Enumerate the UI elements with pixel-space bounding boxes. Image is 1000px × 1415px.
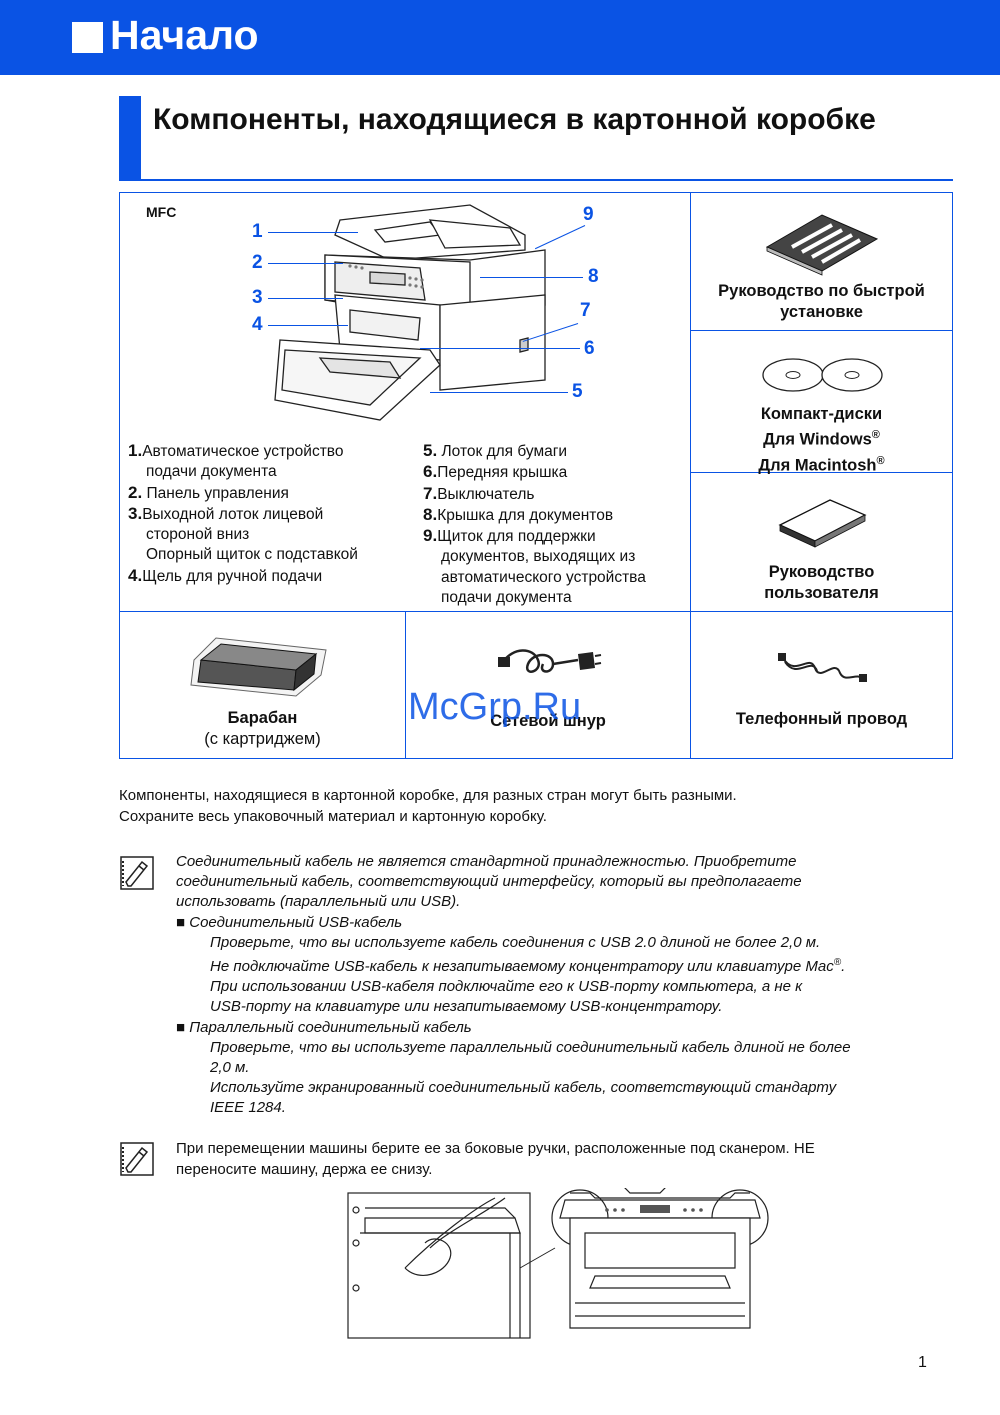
cd-label: Компакт-диски Для Windows® Для Macintosh… xyxy=(758,405,885,474)
legend-text: Лоток для бумаги xyxy=(437,443,568,460)
drum-unit-icon xyxy=(190,637,327,697)
callout-4: 4 xyxy=(252,314,263,335)
legend-text: Панель управления xyxy=(142,484,289,502)
legend-text: Щиток для поддержки xyxy=(437,528,596,546)
user-guide-book-icon xyxy=(778,499,867,548)
bullet-icon: ■ xyxy=(176,913,186,931)
legend-text: Автоматическое устройство xyxy=(142,443,344,460)
body-paragraph: Компоненты, находящиеся в картонной коро… xyxy=(119,787,737,825)
page-title: Начало xyxy=(110,12,259,58)
machine-label: MFC xyxy=(146,204,177,220)
power-cord-label: Сетевой шнур xyxy=(490,712,606,730)
legend-item: 2. Панель управления xyxy=(128,482,289,502)
drum-label: Барабан (с картриджем) xyxy=(204,709,321,748)
legend-text: Передняя крышка xyxy=(437,464,568,482)
legend-item: 5. Лоток для бумаги xyxy=(423,441,568,460)
callout-3: 3 xyxy=(252,287,263,308)
leader-line-1 xyxy=(268,232,358,233)
legend-number: 7 xyxy=(423,483,433,503)
carry-note: При перемещении машины берите ее за боко… xyxy=(176,1140,815,1178)
watermark: McGrp.Ru xyxy=(408,686,582,728)
note-pencil-icon xyxy=(120,856,154,890)
legend-text: Выключатель xyxy=(437,485,535,503)
legend-number: 9 xyxy=(423,526,433,546)
phone-cord-cell xyxy=(690,611,953,759)
quick-guide-label: Руководство по быстрой установке xyxy=(718,282,925,321)
note-pencil-icon xyxy=(120,1142,154,1176)
legend-text: Крышка для документов xyxy=(437,506,614,524)
section-accent-bar xyxy=(119,96,141,179)
callout-9: 9 xyxy=(583,204,594,225)
legend-text: Выходной лоток лицевой xyxy=(142,505,324,523)
callout-5: 5 xyxy=(572,381,583,402)
legend-text-continued: подачи документа xyxy=(441,589,572,607)
callout-7: 7 xyxy=(580,300,591,321)
legend-text: Щель для ручной подачи xyxy=(142,567,323,585)
legend-number: 4 xyxy=(128,565,138,585)
legend-item: 9.Щиток для поддержки xyxy=(423,526,596,546)
carrying-machine-illustration xyxy=(347,1188,769,1339)
legend-text-continued: подачи документа xyxy=(146,463,277,481)
leader-line-8 xyxy=(480,277,583,278)
legend-item: 4.Щель для ручной подачи xyxy=(128,565,323,585)
callout-2: 2 xyxy=(252,252,263,273)
section-rule xyxy=(119,179,953,181)
section-title: Компоненты, находящиеся в картонной коро… xyxy=(153,103,876,136)
legend-text-continued: документов, выходящих из xyxy=(441,548,636,566)
legend-text-continued: автоматического устройства xyxy=(441,568,646,586)
legend-number: 6 xyxy=(423,462,433,482)
leader-line-4 xyxy=(268,325,348,326)
callout-8: 8 xyxy=(588,266,599,287)
square-bullet-icon xyxy=(72,22,103,53)
page-number: 1 xyxy=(918,1354,927,1371)
phone-cord-label: Телефонный провод xyxy=(735,710,908,728)
legend-number: 1 xyxy=(128,441,138,460)
legend-number: 2 xyxy=(128,482,138,502)
legend-item: 1.Автоматическое устройство xyxy=(128,441,344,460)
cable-note: Соединительный кабель не является станда… xyxy=(176,853,851,1117)
callout-6: 6 xyxy=(584,338,595,359)
power-cord-icon xyxy=(498,649,602,673)
leader-line-2 xyxy=(268,263,343,264)
cd-discs-icon xyxy=(762,358,883,392)
legend-text-continued: стороной вниз xyxy=(146,526,250,544)
leader-line-3 xyxy=(268,298,343,299)
user-guide-label: Руководство пользователя xyxy=(764,563,879,602)
legend-item: 3.Выходной лоток лицевой xyxy=(128,503,324,523)
legend-number: 3 xyxy=(128,503,138,523)
legend-text-continued: Опорный щиток с подставкой xyxy=(146,546,358,564)
mfc-machine-illustration xyxy=(274,204,546,421)
legend-item: 8.Крышка для документов xyxy=(423,504,614,524)
legend-item: 7.Выключатель xyxy=(423,483,535,503)
legend-number: 5 xyxy=(423,441,433,460)
leader-line-6 xyxy=(420,348,580,349)
callout-1: 1 xyxy=(252,221,263,242)
power-cord-cell xyxy=(405,611,691,759)
leader-line-5 xyxy=(430,392,568,393)
bullet-icon: ■ xyxy=(176,1018,186,1036)
header-banner: Начало xyxy=(0,0,1000,75)
legend-number: 8 xyxy=(423,504,433,524)
legend-left: 1.Автоматическое устройство подачи докуме… xyxy=(128,441,418,587)
quick-guide-booklet-icon xyxy=(765,214,879,276)
phone-cord-icon xyxy=(778,653,867,682)
legend-item: 6.Передняя крышка xyxy=(423,462,568,482)
